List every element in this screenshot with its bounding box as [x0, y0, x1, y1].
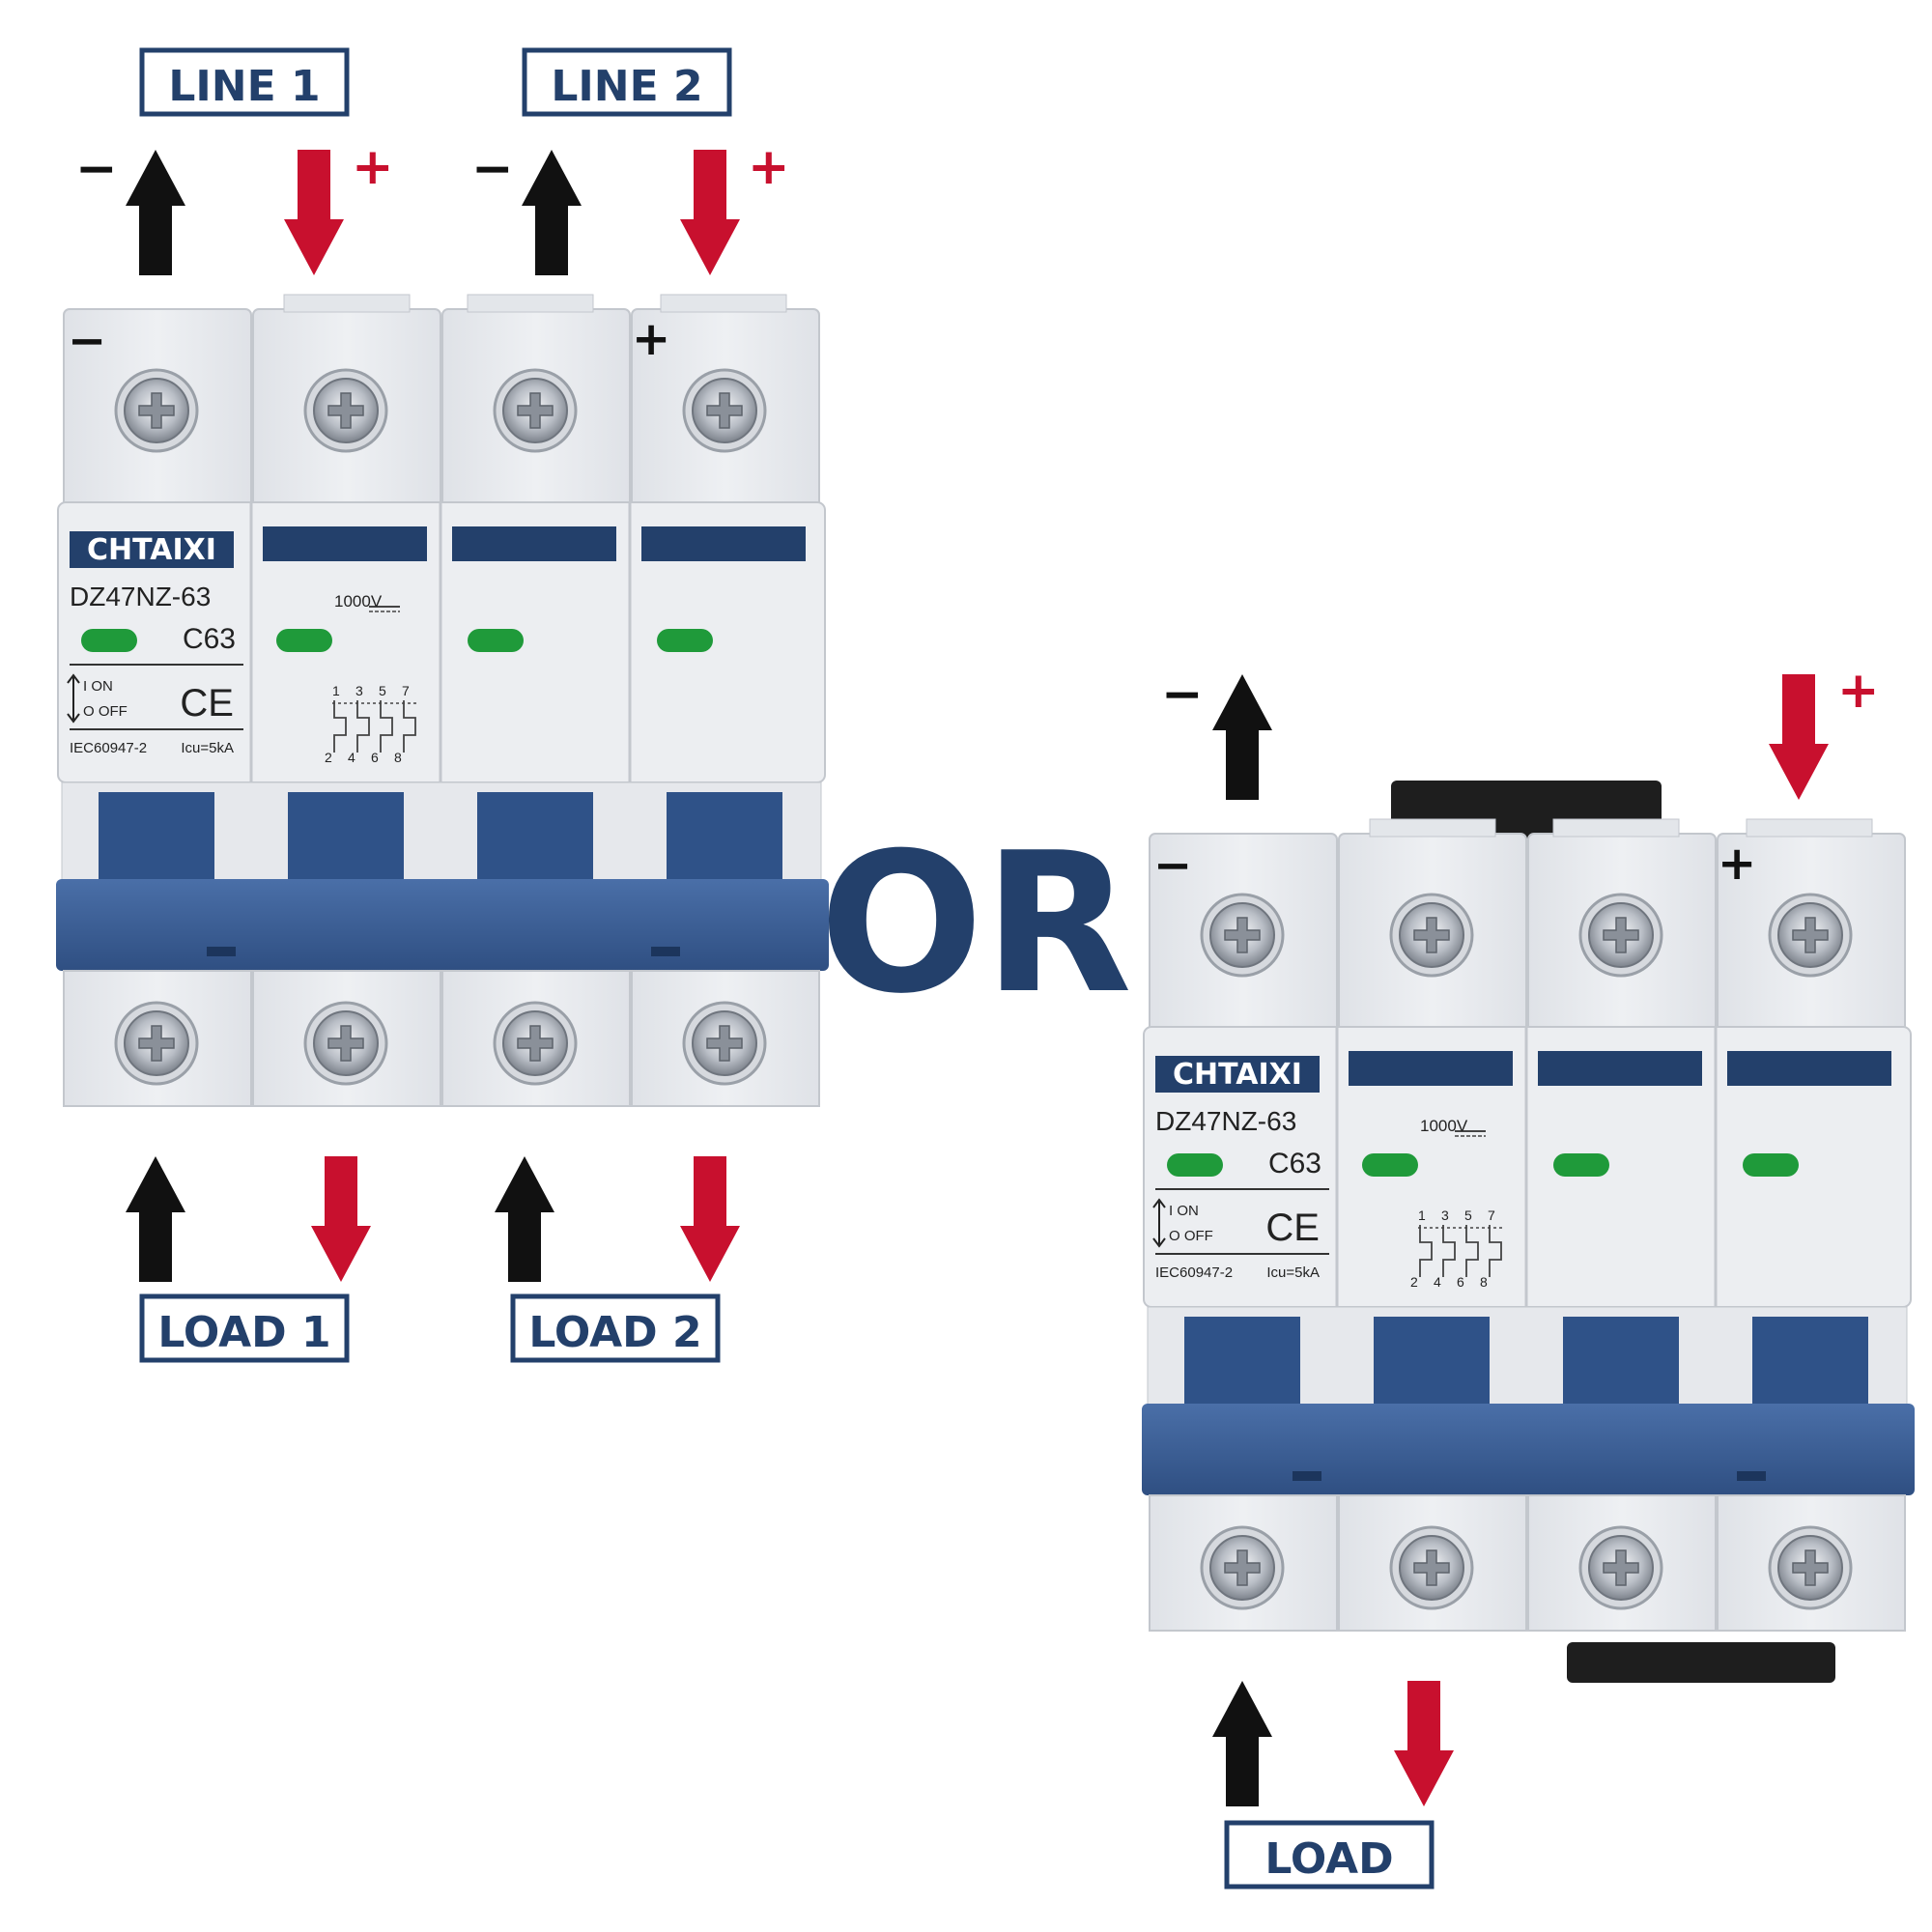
pole-number-bottom: 2: [1410, 1274, 1418, 1290]
model-text: DZ47NZ-63: [70, 582, 211, 611]
standard-text: IEC60947-2: [1155, 1264, 1233, 1281]
icu-text: Icu=5kA: [181, 740, 234, 756]
pole-number-bottom: 6: [371, 750, 379, 765]
pole-number-bottom: 6: [1457, 1274, 1464, 1290]
on-off-indicator-icon: [67, 673, 80, 724]
line1-text: LINE 1: [168, 62, 320, 111]
pole-number-top: 1: [332, 683, 340, 698]
terminal-minus-mark: −: [1153, 838, 1192, 893]
on-off-indicator-icon: [1152, 1198, 1166, 1248]
line2-plus-sign: +: [748, 138, 790, 196]
load1-label: LOAD 1: [139, 1293, 350, 1363]
pole-number-top: 3: [355, 683, 363, 698]
pole-number-top: 1: [1418, 1208, 1426, 1223]
right-breaker: CHTAIXI DZ47NZ-63 C63 I ON O OFF CE IEC6…: [1142, 819, 1915, 1631]
pole-number-top: 7: [1488, 1208, 1495, 1223]
pole-number-bottom: 2: [325, 750, 332, 765]
terminal-minus-mark: −: [68, 314, 106, 368]
line-negative-arrow-icon: [1212, 674, 1272, 800]
pole-number-bottom: 8: [394, 750, 402, 765]
off-text: O OFF: [1169, 1228, 1213, 1244]
terminal-plus-mark: +: [632, 312, 670, 366]
pole-number-bottom: 4: [348, 750, 355, 765]
model-text: DZ47NZ-63: [1155, 1106, 1296, 1136]
line2-positive-arrow-icon: [680, 150, 740, 275]
pole-numbers: 1 3 5 7 2 4 6 8: [1410, 1208, 1495, 1290]
line1-plus-sign: +: [352, 138, 394, 196]
line1-negative-arrow-icon: [126, 150, 185, 275]
pole-number-top: 3: [1441, 1208, 1449, 1223]
brand-plate: [1155, 1056, 1320, 1093]
line2-negative-arrow-icon: [522, 150, 582, 275]
load-positive-arrow-icon: [1394, 1681, 1454, 1806]
line2-text: LINE 2: [551, 62, 702, 111]
load1-text: LOAD 1: [157, 1308, 330, 1357]
pole-number-bottom: 4: [1434, 1274, 1441, 1290]
rating-text: C63: [183, 623, 236, 655]
brand-text: CHTAIXI: [1173, 1058, 1302, 1092]
load2-label: LOAD 2: [510, 1293, 721, 1363]
load2-negative-arrow-icon: [495, 1156, 554, 1282]
line2-minus-sign: −: [471, 140, 514, 198]
line1-label: LINE 1: [139, 47, 350, 117]
ce-mark: CE: [180, 682, 234, 724]
load2-positive-arrow-icon: [680, 1156, 740, 1282]
rating-text: C63: [1268, 1148, 1321, 1179]
brand-plate: [70, 531, 234, 568]
load1-negative-arrow-icon: [126, 1156, 185, 1282]
on-text: I ON: [1169, 1203, 1199, 1219]
pole-number-top: 5: [1464, 1208, 1472, 1223]
load-label: LOAD: [1224, 1820, 1435, 1889]
voltage-text: 1000V: [1420, 1117, 1468, 1135]
load1-positive-arrow-icon: [311, 1156, 371, 1282]
pole-number-bottom: 8: [1480, 1274, 1488, 1290]
pole-numbers: 1 3 5 7 2 4 6 8: [325, 683, 410, 765]
line-minus-sign: −: [1161, 666, 1204, 724]
left-breaker: CHTAIXI DZ47NZ-63 C63 I ON O OFF CE IEC6…: [56, 295, 829, 1106]
terminal-plus-mark: +: [1718, 837, 1756, 891]
line2-label: LINE 2: [522, 47, 732, 117]
voltage-text: 1000V: [334, 592, 383, 611]
ce-mark: CE: [1265, 1207, 1320, 1249]
line-positive-arrow-icon: [1769, 674, 1829, 800]
pole-number-top: 5: [379, 683, 386, 698]
line-plus-sign: +: [1837, 662, 1880, 720]
or-text: OR: [819, 811, 1132, 1037]
icu-text: Icu=5kA: [1266, 1264, 1320, 1281]
standard-text: IEC60947-2: [70, 740, 147, 756]
off-text: O OFF: [83, 703, 128, 720]
pole-number-top: 7: [402, 683, 410, 698]
load-negative-arrow-icon: [1212, 1681, 1272, 1806]
line1-positive-arrow-icon: [284, 150, 344, 275]
load-text: LOAD: [1264, 1834, 1393, 1884]
on-text: I ON: [83, 678, 113, 695]
brand-text: CHTAIXI: [87, 533, 216, 567]
load2-text: LOAD 2: [528, 1308, 701, 1357]
din-clip-bottom: [1567, 1642, 1835, 1683]
line1-minus-sign: −: [75, 140, 118, 198]
